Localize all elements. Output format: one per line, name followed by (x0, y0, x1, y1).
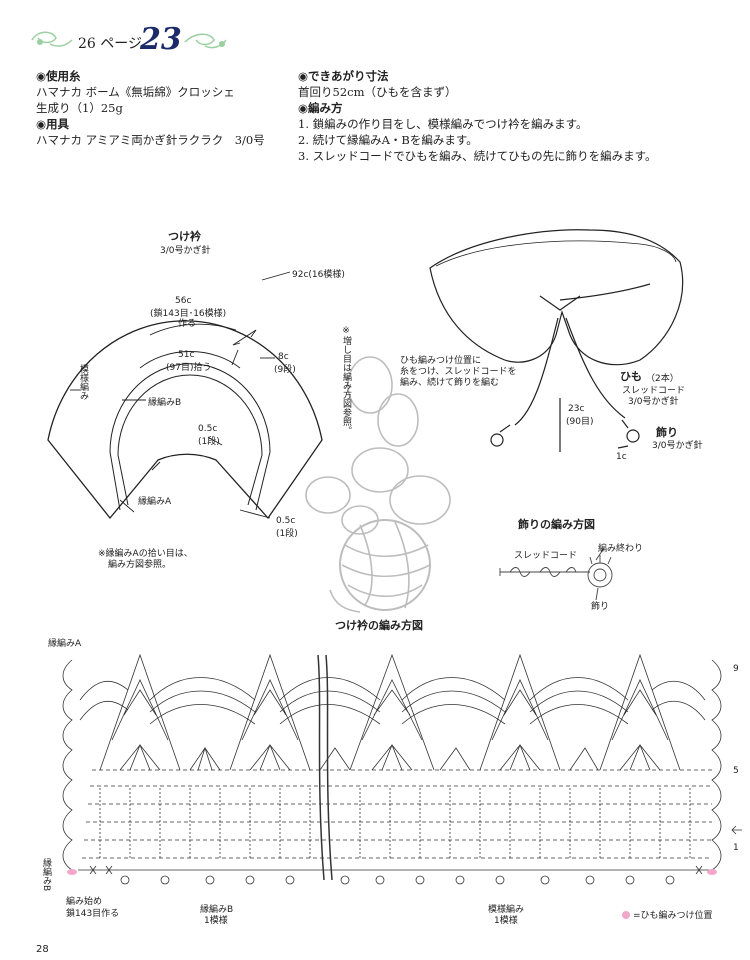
ornament-chart-end: 編み終わり (598, 544, 644, 554)
main-border-b-vertical: 縁編みB (41, 858, 51, 892)
main-chart-drawing (62, 653, 742, 885)
ornament-hook: 3/0号かぎ針 (652, 441, 703, 451)
cord-length: 23c (568, 404, 585, 414)
method-step-3: 3. スレッドコードでひもを編み、続けてひもの先に飾りを編みます。 (298, 149, 657, 163)
border-b-label: 縁編みB (148, 398, 182, 408)
header-flourish-right (184, 33, 227, 49)
row-number-5: 5 (733, 766, 739, 776)
collar-inner-pickup: (97目)拾う (166, 363, 212, 373)
collar-shape (47, 320, 323, 520)
cord-title: ひも (620, 370, 642, 383)
border-a-note-1: ※縁編みAの拾い目は、 (98, 549, 193, 559)
row-number-1: 1 (733, 843, 739, 853)
collar-outer-length: 92c(16模様) (292, 270, 345, 280)
cactus-yarn-illustration (305, 356, 451, 613)
increase-note: ※増し目は編み方図参照。 (341, 326, 351, 435)
collar-inner-length: 51c (178, 350, 195, 360)
tie-note-2: 糸をつけ、スレッドコードを (400, 367, 517, 377)
size-line: 首回り52cm（ひもを含まず） (298, 85, 457, 99)
ornament-size: 1c (616, 452, 627, 462)
border-a-size: 0.5c (276, 516, 296, 526)
method-heading: ◉編み方 (298, 101, 343, 115)
collar-hook: 3/0号かぎ針 (160, 246, 211, 256)
yarn-heading: ◉使用糸 (36, 69, 81, 83)
border-a-note-2: 編み方図参照。 (108, 560, 172, 570)
ornament-chart-ornament: 飾り (591, 602, 610, 612)
legend-row: =ひも編みつけ位置 (622, 908, 713, 921)
cord-stitches: (90目) (566, 417, 594, 427)
reference-page: 26 ページ (78, 36, 142, 52)
method-step-1: 1. 鎖編みの作り目をし、模様編みでつけ衿を編みます。 (298, 117, 588, 131)
tie-note-1: ひも編みつけ位置に (400, 356, 482, 366)
main-border-b-1: 縁編みB (200, 905, 234, 915)
legend-text: =ひも編みつけ位置 (633, 911, 713, 921)
cord-type: スレッドコード (622, 386, 686, 396)
method-step-2: 2. 続けて縁編みA・Bを編みます。 (298, 133, 478, 147)
main-border-a: 縁編みA (48, 639, 82, 649)
page-number: 28 (36, 944, 49, 955)
collar-top-chain: (鎖143目･16模様) (150, 309, 227, 319)
border-a-label: 縁編みA (138, 497, 172, 507)
main-pattern-1: 模様編み (488, 905, 525, 915)
border-b-size: 0.5c (198, 424, 218, 434)
pattern-stitch-label: 模様編み (78, 364, 88, 400)
collar-top-make: 作る (178, 319, 197, 329)
collar-depth: 8c (278, 352, 289, 362)
ornament-chart-cord: スレッドコード (514, 551, 578, 561)
main-start-1: 編み始め (66, 897, 103, 907)
attachment-position-marks (67, 869, 717, 875)
tie-note-3: 編み、続けて飾りを編む (400, 378, 500, 388)
materials-block: ◉使用糸 ハマナカ ボーム《無垢綿》クロッシェ 生成り（1）25g ◉用具 ハマ… (36, 68, 265, 148)
main-pattern-2: 1模様 (494, 916, 518, 926)
collar-dimension-lines (70, 271, 291, 519)
main-start-2: 鎖143目作る (66, 909, 120, 919)
collar-depth-rows: (9段) (274, 365, 296, 375)
cord-count: （2本） (646, 374, 679, 384)
cord-hook: 3/0号かぎ針 (628, 397, 679, 407)
yarn-line-2: 生成り（1）25g (36, 101, 123, 115)
ornament-title: 飾り (656, 426, 678, 439)
collar-illustration (429, 229, 684, 452)
main-border-b-2: 1模様 (204, 916, 228, 926)
collar-title: つけ衿 (168, 230, 201, 243)
collar-top-length: 56c (175, 296, 192, 306)
pattern-number: 23 (140, 22, 182, 57)
tools-heading: ◉用具 (36, 117, 70, 131)
legend-swatch (622, 910, 630, 919)
border-b-rows: (1段) (198, 437, 220, 447)
ornament-chart-title: 飾りの編み方図 (518, 518, 595, 531)
yarn-line-1: ハマナカ ボーム《無垢綿》クロッシェ (36, 85, 235, 99)
size-heading: ◉できあがり寸法 (298, 69, 389, 83)
tools-line: ハマナカ アミアミ両かぎ針ラクラク 3/0号 (36, 133, 265, 147)
ornament-chart-drawing (499, 547, 613, 601)
row-number-9: 9 (733, 664, 739, 674)
header-flourish-left (31, 31, 73, 47)
main-chart-title: つけ衿の編み方図 (335, 619, 423, 632)
finish-block: ◉できあがり寸法 首回り52cm（ひもを含まず） ◉編み方 1. 鎖編みの作り目… (298, 68, 656, 164)
border-a-rows: (1段) (276, 529, 298, 539)
